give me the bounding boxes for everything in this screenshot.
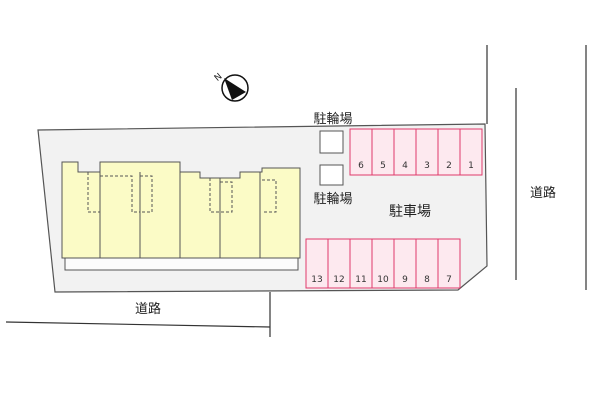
- building: [61, 161, 301, 259]
- road-label-bottom: 道路: [135, 301, 161, 317]
- north-marker-label: N: [213, 72, 225, 84]
- parking-space-number: 1: [468, 161, 474, 171]
- bicycle-parking-box-mid: [319, 164, 344, 186]
- north-compass-icon: N: [213, 72, 249, 102]
- bicycle-parking-label-top: 駐輪場: [313, 111, 352, 127]
- parking-row-bottom: 13 12 11 10 9 8 7: [305, 238, 461, 289]
- parking-space-number: 8: [424, 275, 430, 285]
- parking-space-number: 10: [377, 275, 389, 285]
- parking-space-number: 4: [402, 161, 408, 171]
- parking-space-number: 11: [355, 275, 366, 285]
- parking-row-top: 6 5 4 3 2 1: [349, 128, 483, 176]
- parking-space-number: 12: [333, 275, 344, 285]
- bicycle-parking-label-mid: 駐輪場: [313, 191, 352, 207]
- dashed-features: [87, 172, 277, 213]
- road-line-bottom-top: [5, 321, 271, 328]
- parking-space-number: 6: [358, 161, 364, 171]
- building-walkway: [64, 257, 299, 271]
- parking-space: [459, 128, 483, 176]
- road-label-right: 道路: [530, 185, 556, 201]
- parking-space-number: 3: [424, 161, 430, 171]
- bicycle-parking-box-top: [319, 130, 344, 154]
- parking-space-number: 5: [380, 161, 386, 171]
- car-parking-label: 駐車場: [389, 203, 431, 220]
- parking-space-number: 7: [446, 275, 452, 285]
- parking-space-number: 2: [446, 161, 452, 171]
- parking-space-number: 9: [402, 275, 408, 285]
- parking-space: [437, 238, 461, 289]
- parking-space-number: 13: [311, 275, 322, 285]
